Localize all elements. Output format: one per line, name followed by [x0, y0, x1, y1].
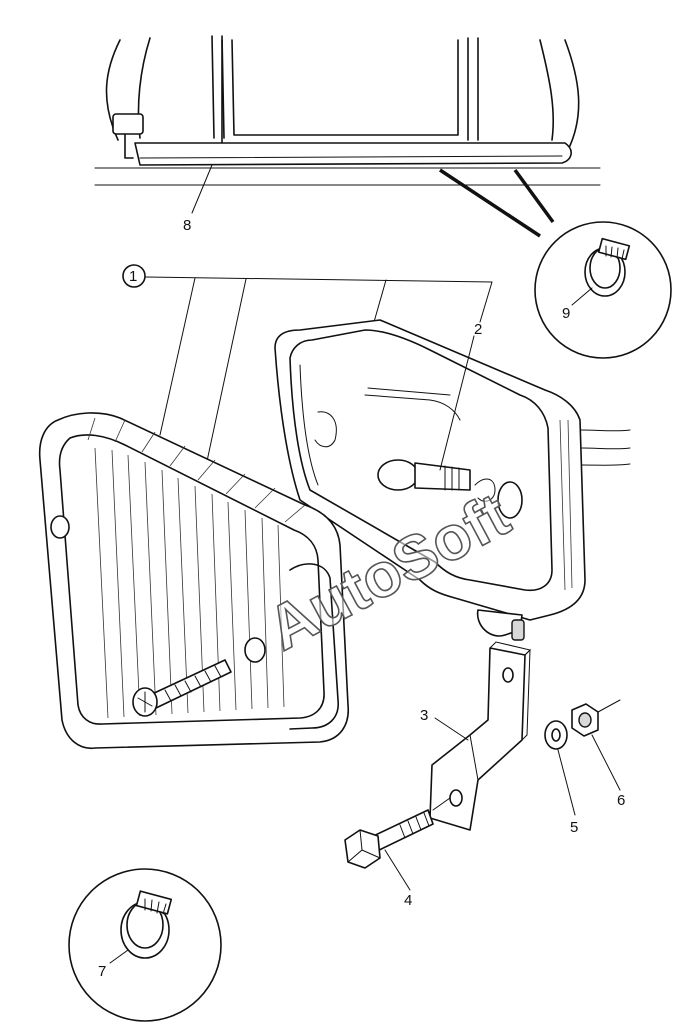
callout-label-9: 9	[562, 305, 570, 322]
cab-roof-frame	[94, 35, 601, 186]
detail-circle-9: 9	[534, 221, 672, 359]
callout-8: 8	[183, 164, 213, 234]
hex-bolt: 4	[344, 797, 451, 909]
callout-label-4: 4	[404, 892, 412, 909]
mounting-bracket	[429, 641, 531, 831]
lens-screw	[132, 659, 232, 717]
hose-clamp-9	[584, 237, 631, 297]
lamp-bulb	[377, 459, 523, 519]
callout-label-3: 3	[420, 707, 428, 724]
lamp-housing	[274, 319, 631, 641]
callout-3: 3	[420, 707, 469, 741]
callout-2: 2	[439, 321, 482, 471]
hex-nut: 6	[571, 699, 625, 809]
callout-label-8: 8	[183, 217, 191, 234]
detail-circle-7: 7	[68, 868, 222, 1022]
washer: 5	[544, 720, 578, 836]
detail-pointer-lines	[439, 168, 555, 238]
callout-label-6: 6	[617, 792, 625, 809]
hose-clamp-7	[120, 890, 173, 959]
callout-label-1: 1	[129, 268, 137, 285]
callout-label-5: 5	[570, 819, 578, 836]
lamp-lens	[38, 412, 349, 749]
callout-label-7: 7	[98, 963, 106, 980]
callout-label-2: 2	[474, 321, 482, 338]
